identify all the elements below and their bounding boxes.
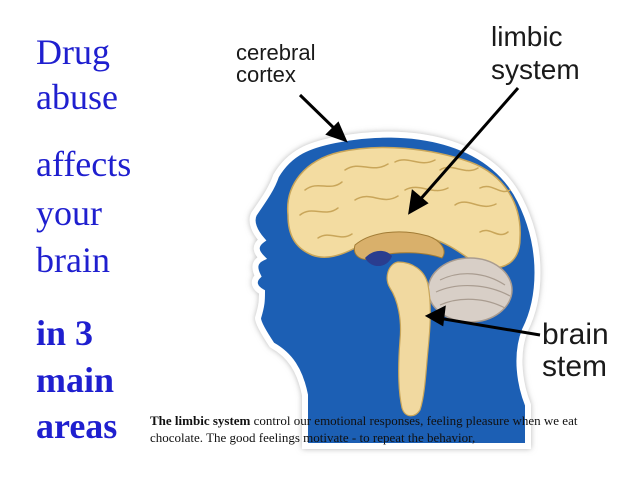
headline-line-4: your [36,193,102,233]
label-limbic: limbic [491,21,563,52]
headline-line-3: affects [36,144,132,184]
caption-bold: The limbic system [150,413,251,428]
headline-line-1: Drug [36,32,110,72]
limbic-inner [365,250,392,267]
label-cortex: cortex [236,62,296,87]
caption-text: control our emotional responses, feeling… [150,413,578,445]
headline-line-5: brain [36,240,110,280]
label-brain: brain [542,318,609,351]
brain-stem-shape [386,261,431,417]
headline-line-6: in 3 [36,313,94,353]
pointer-arrows [298,87,541,337]
brain-folds [299,159,511,239]
label-cerebral: cerebral [236,40,316,65]
headline-line-8: areas [36,406,118,446]
label-stem: stem [542,350,608,383]
headline-line-7: main [36,360,115,400]
headline-line-2: abuse [36,77,118,117]
caption: The limbic system control our emotional … [150,412,600,446]
label-system: system [491,54,580,85]
cerebrum [287,146,521,270]
